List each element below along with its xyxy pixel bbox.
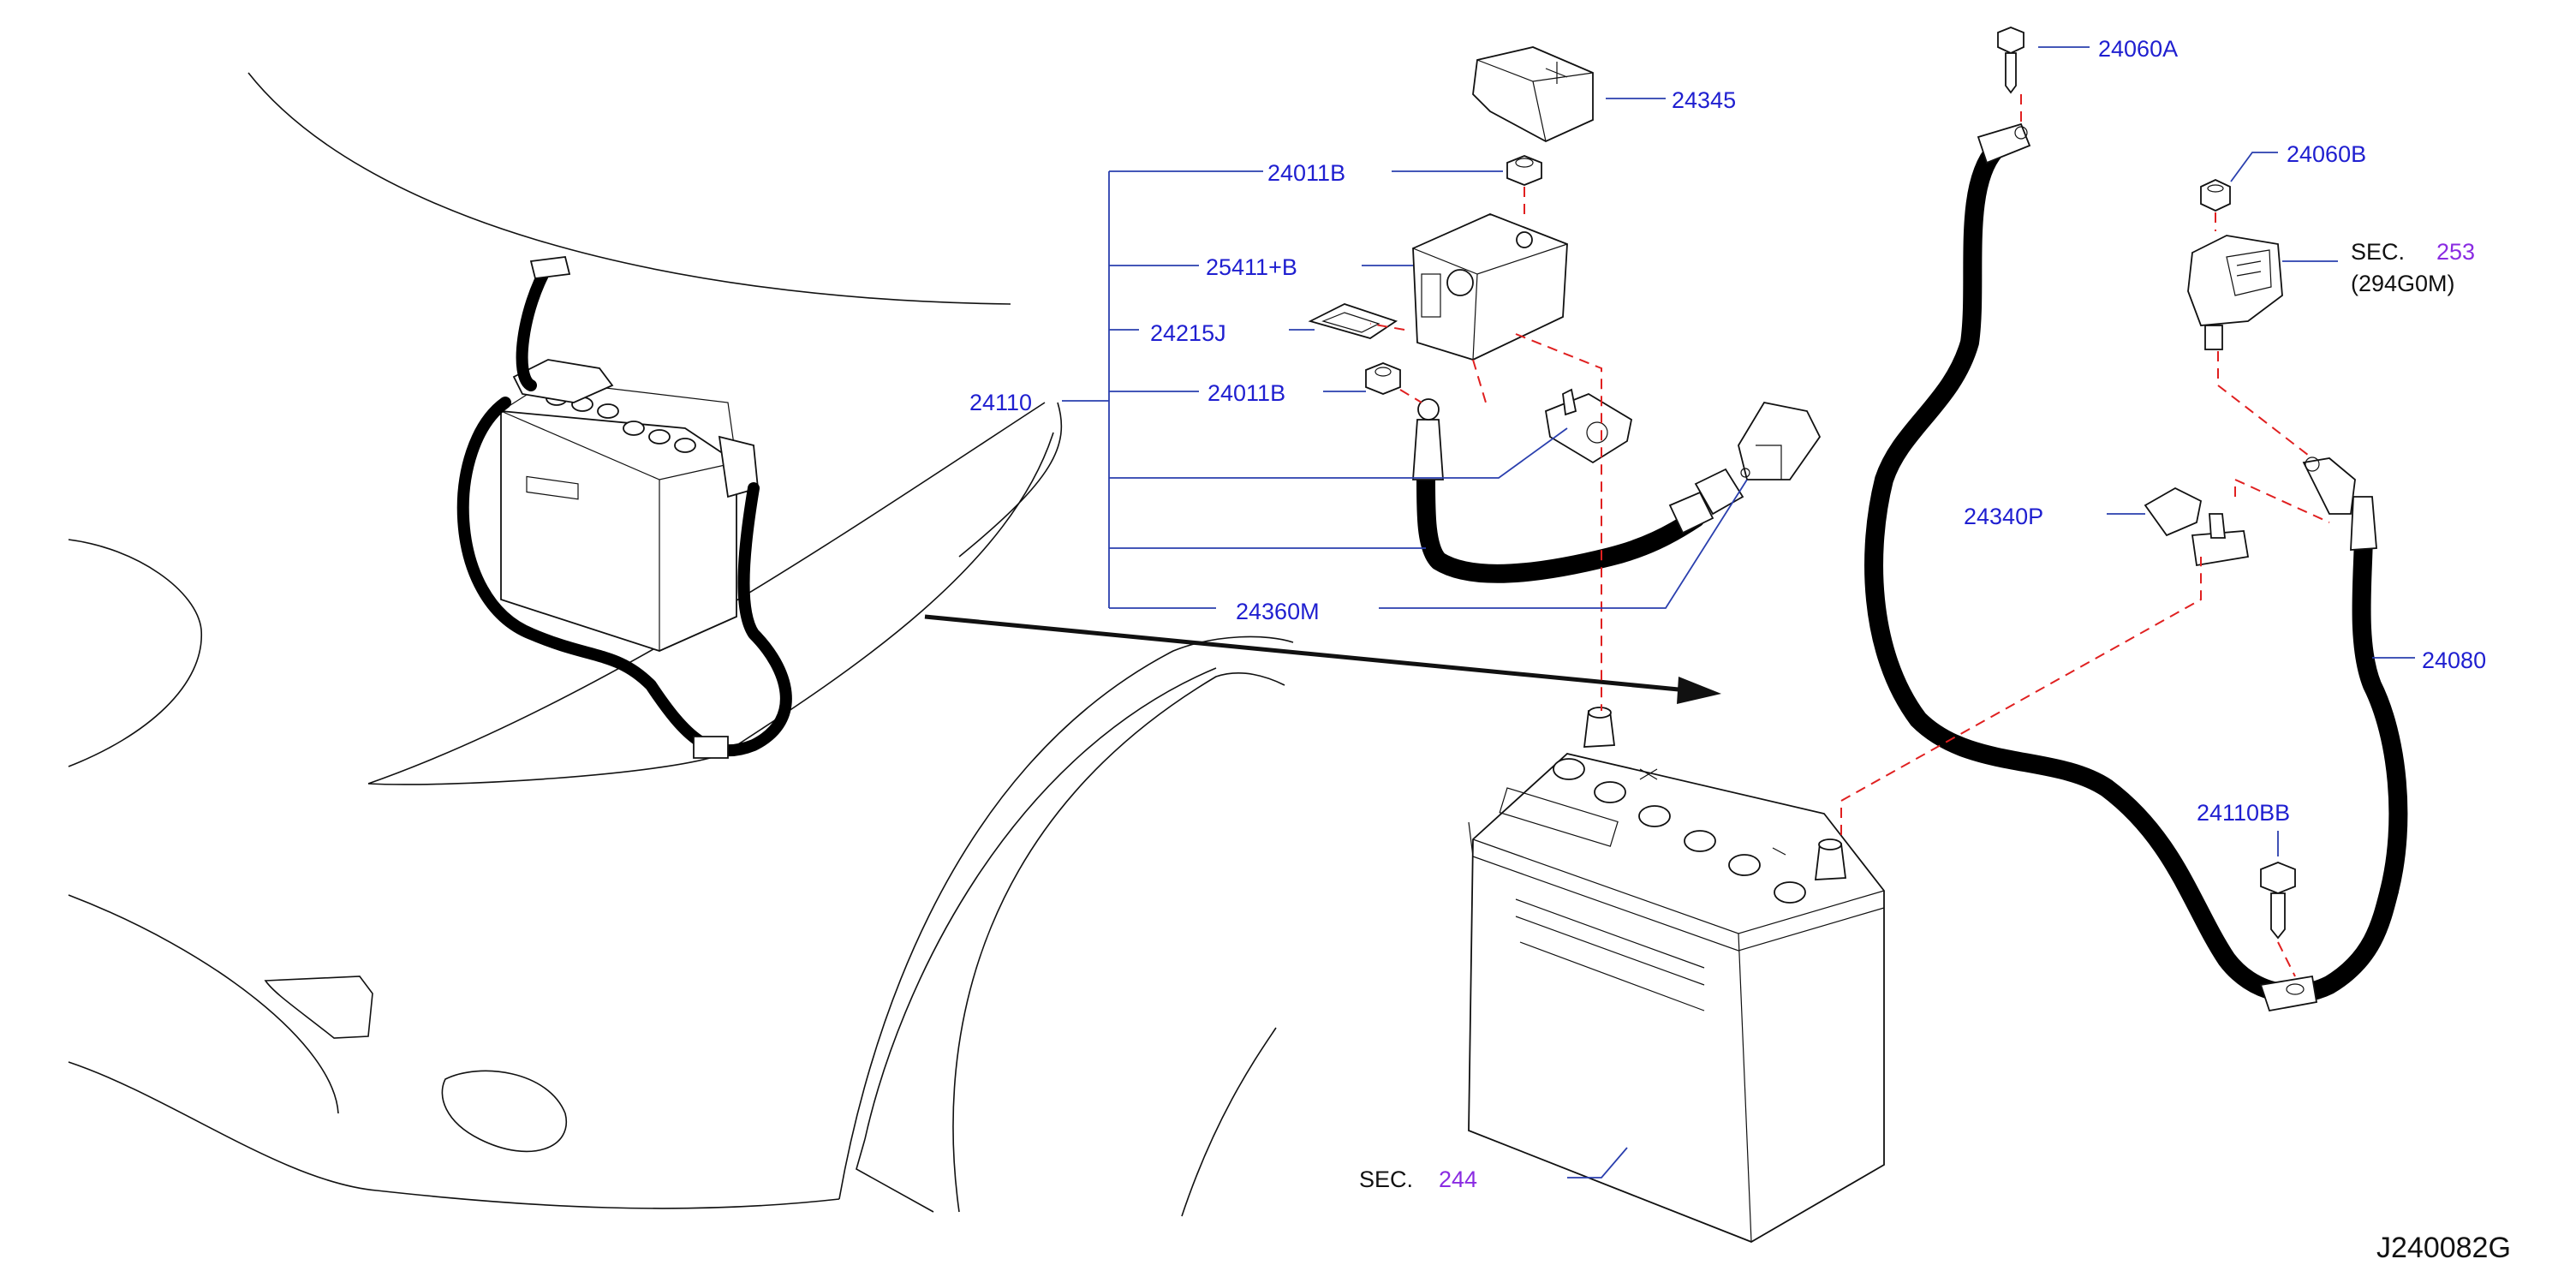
label-sec-244-number: 244: [1439, 1167, 1477, 1192]
label-sec-253-number: 253: [2436, 239, 2475, 265]
battery-current-sensor: [2187, 235, 2283, 350]
label-24215j: 24215J: [1150, 320, 1226, 346]
label-24360m: 24360M: [1236, 599, 1320, 624]
leader-lines: [1062, 46, 2415, 1179]
fusible-link-holder-part: [1412, 213, 1568, 361]
installed-battery-illustration: [456, 256, 792, 759]
harness-connector-part: [1738, 401, 1822, 480]
bolt-part-24110bb: [2260, 862, 2296, 940]
vehicle-body-outline: [68, 72, 1294, 1217]
label-24110bb: 24110BB: [2197, 800, 2290, 826]
assembly-dashed-lines: [1369, 94, 2330, 977]
label-sec-244-prefix: SEC.: [1359, 1167, 1413, 1192]
fuse-part: [1308, 303, 1398, 339]
positive-terminal-clamp: [1544, 388, 1633, 464]
label-24110: 24110: [969, 390, 1032, 415]
label-sec-253-prefix: SEC.: [2351, 239, 2405, 265]
label-24060a: 24060A: [2098, 36, 2178, 62]
label-24060b: 24060B: [2287, 141, 2366, 167]
label-24345: 24345: [1672, 87, 1736, 113]
positive-battery-cable: [1412, 398, 1744, 583]
label-294g0m: (294G0M): [2351, 271, 2455, 296]
part-labels: 24345 24011B 25411+B 24215J 24110 24011B…: [969, 36, 2511, 1264]
label-25411b: 25411+B: [1206, 254, 1297, 280]
label-24011b-top: 24011B: [1267, 160, 1345, 186]
label-24011b-bottom: 24011B: [1208, 380, 1285, 406]
bolt-part-24060a: [1997, 27, 2028, 140]
main-battery: [1468, 707, 1885, 1243]
bolt-part-24060b: [2200, 179, 2231, 212]
direction-arrow: [924, 614, 1721, 704]
label-24340p: 24340P: [1964, 504, 2043, 529]
battery-cell-caps: [1553, 758, 1806, 904]
diagram-code: J240082G: [2376, 1232, 2511, 1264]
label-24080: 24080: [2422, 647, 2486, 673]
nut-part-top: [1506, 155, 1542, 186]
nut-part-bottom: [1365, 362, 1401, 395]
negative-battery-cable: [1864, 122, 2408, 1012]
terminal-cover-part: [1472, 46, 1594, 143]
negative-terminal-part: [2144, 486, 2250, 567]
